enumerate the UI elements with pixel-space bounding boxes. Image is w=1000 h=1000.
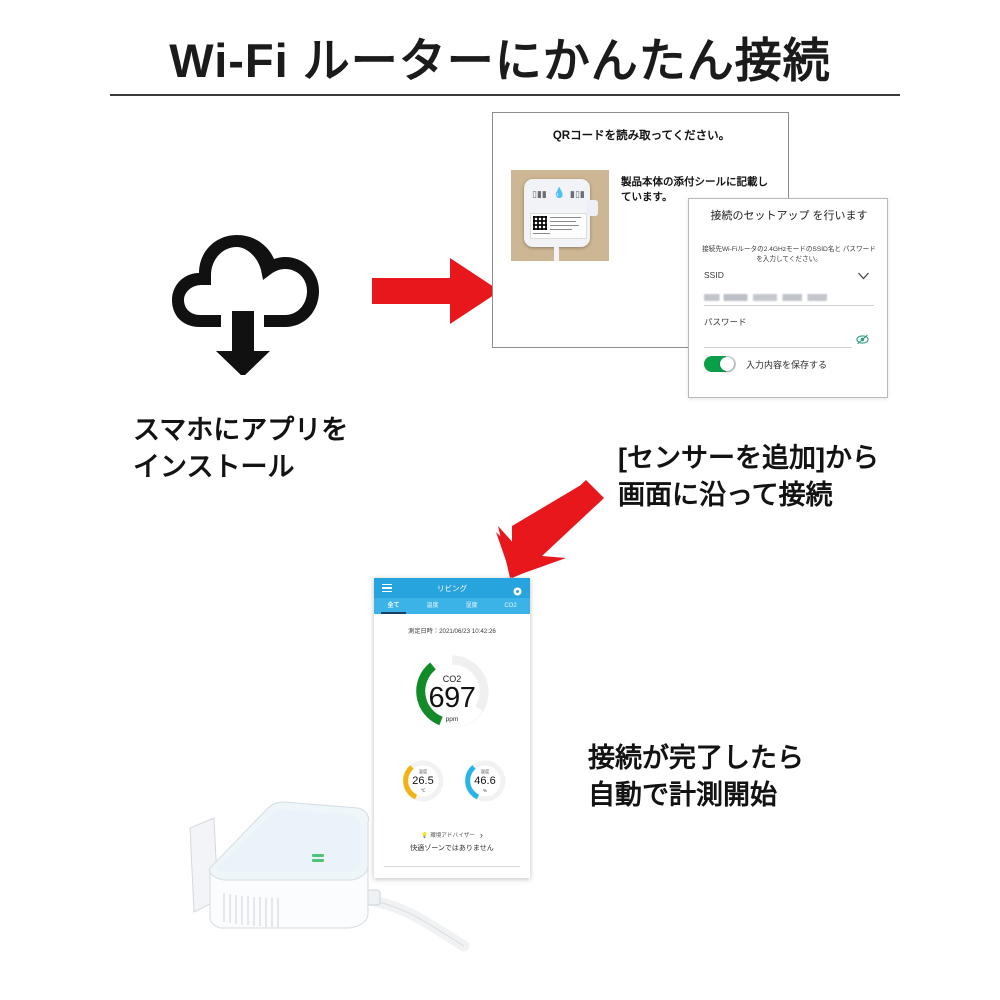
- chevron-down-icon[interactable]: [857, 269, 870, 282]
- connection-setup-panel: 接続のセットアップ を行います 接続先Wi-Fiルータの2.4GHzモードのSS…: [688, 198, 888, 398]
- signal-bars-glyph: ▯▮▮: [532, 189, 547, 199]
- ssid-underline: [704, 305, 874, 306]
- toggle-knob: [720, 357, 734, 371]
- lightbulb-icon: 💡: [421, 833, 429, 839]
- humidity-unit: %: [482, 788, 487, 793]
- ssid-label: SSID: [704, 270, 724, 280]
- qr-panel-title: QRコードを読み取ってください。: [552, 130, 731, 142]
- menu-icon[interactable]: [382, 584, 392, 593]
- humidity-gauge: 湿度 46.6 %: [462, 758, 508, 804]
- environment-advisor-label: 環境アドバイザー: [430, 833, 475, 839]
- advisor-message: 快適ゾーンではありません: [410, 845, 494, 852]
- humidity-label: 湿度: [480, 769, 490, 774]
- tab-all[interactable]: 全て: [374, 598, 413, 614]
- title-divider: [110, 94, 900, 96]
- tab-humi[interactable]: 湿度: [465, 603, 478, 609]
- temperature-gauge: 温度 26.5 ℃: [400, 758, 446, 804]
- setup-panel-title: 接続のセットアップ を行います: [710, 210, 868, 222]
- co2-bars-glyph: ▮▯▮: [570, 189, 585, 199]
- gear-icon[interactable]: [513, 583, 522, 596]
- temperature-label: 温度: [418, 769, 428, 774]
- caption-add-sensor: [センサーを追加]から 画面に沿って接続: [618, 443, 879, 511]
- temperature-unit: ℃: [420, 788, 426, 793]
- password-label: パスワード: [704, 317, 747, 327]
- temperature-value: 26.5: [412, 775, 434, 787]
- sensor-device-photo: ▯▮▮ 💧 ▮▯▮: [511, 170, 609, 261]
- tab-co2[interactable]: CO2: [504, 603, 517, 609]
- qr-panel-note: 製品本体の添付シールに記載しています。: [621, 176, 768, 204]
- caption-install-app: スマホにアプリを インストール: [133, 415, 349, 483]
- sensor-cable: [554, 243, 559, 261]
- arrow-right-icon: [372, 256, 500, 326]
- measurement-timestamp: 測定日時：2021/06/23 10:42:26: [408, 628, 496, 635]
- co2-label: CO2: [442, 674, 462, 684]
- password-underline: [704, 347, 852, 348]
- humidity-value: 46.6: [474, 775, 496, 787]
- room-title: リビング: [437, 584, 467, 593]
- qr-code-glyph: [533, 216, 547, 230]
- co2-gauge: [412, 652, 492, 732]
- sensor-body: ▯▮▮ 💧 ▮▯▮: [524, 179, 590, 247]
- environment-advisor-link[interactable]: 💡環境アドバイザー ›: [374, 830, 530, 840]
- arrow-down-left-icon: [494, 478, 606, 582]
- chevron-right-icon: ›: [479, 830, 483, 840]
- sensor-device-product-photo: [172, 750, 472, 970]
- ssid-input[interactable]: [704, 294, 844, 301]
- co2-value: 697: [428, 682, 476, 714]
- toggle-password-visibility-icon[interactable]: [856, 333, 869, 346]
- cloud-download-icon: [168, 215, 328, 377]
- product-sticker: [530, 213, 587, 239]
- phone-bottom-divider: [384, 866, 520, 867]
- droplet-glyph: 💧: [553, 188, 566, 199]
- setup-panel-description: 接続先Wi-Fiルータの2.4GHzモードのSSID名と パスワードを入力してく…: [702, 246, 876, 263]
- app-header: [374, 578, 530, 598]
- app-tab-bar[interactable]: 全て 温度 湿度 CO2: [374, 598, 530, 614]
- co2-unit: ppm: [445, 716, 459, 723]
- save-credentials-label: 入力内容を保存する: [746, 360, 828, 370]
- save-credentials-toggle[interactable]: [704, 356, 736, 372]
- sensor-side-nub: [587, 200, 598, 216]
- phone-app-screenshot: リビング 全て 温度 湿度 CO2 測定日時：2021/06/23 10:42:…: [374, 578, 530, 878]
- tab-temp[interactable]: 温度: [426, 603, 439, 609]
- caption-auto-measure: 接続が完了したら 自動で計測開始: [588, 743, 804, 811]
- page-title: Wi-Fi ルーターにかんたん接続: [169, 34, 831, 87]
